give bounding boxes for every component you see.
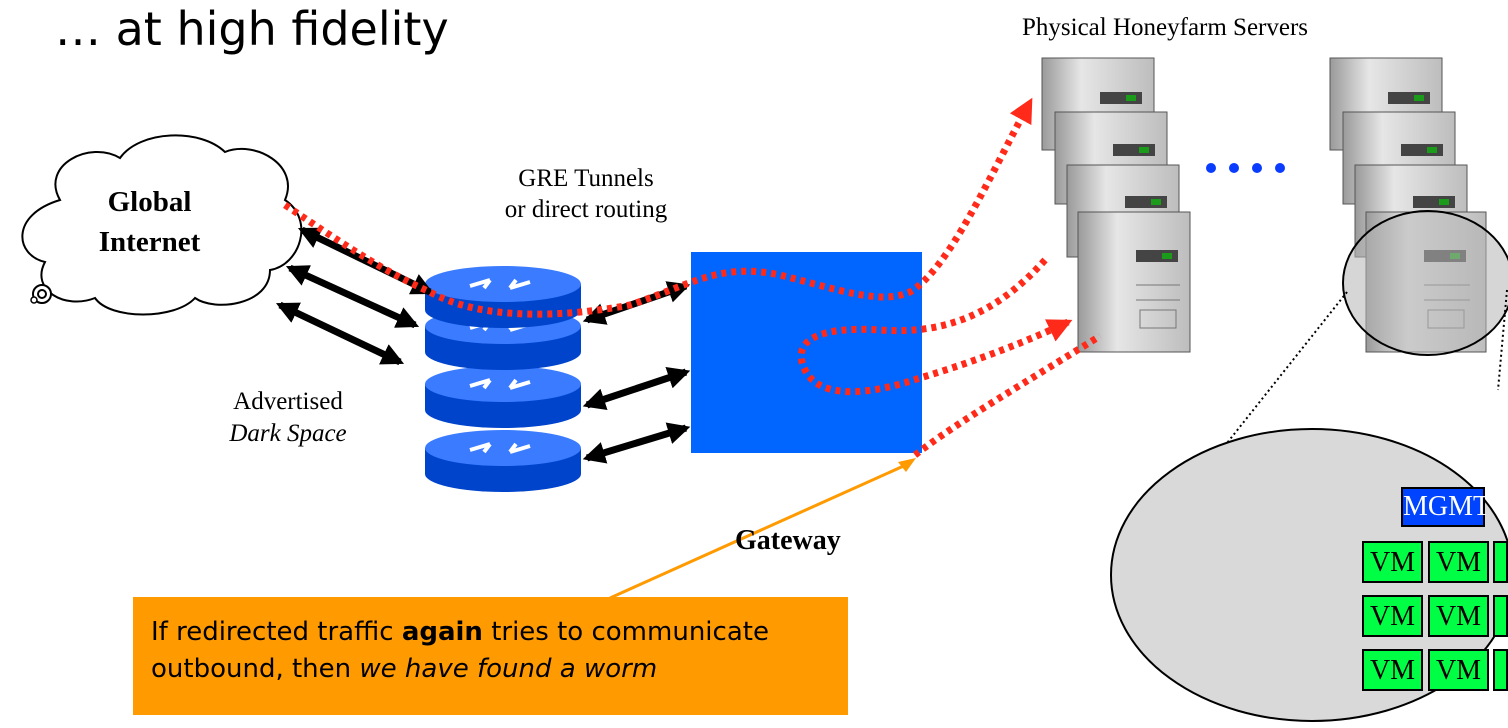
dark-space-text: Dark Space xyxy=(229,420,347,447)
server-group-left xyxy=(1041,57,1191,353)
gre-label-line1: GRE Tunnels xyxy=(518,165,654,192)
vm-box: VM xyxy=(1428,541,1489,583)
more-servers-dots xyxy=(1206,163,1285,173)
advertised-text: Advertised xyxy=(233,388,343,415)
gateway-label: Gateway xyxy=(735,525,841,556)
callout-again: again xyxy=(401,617,483,647)
vm-box: VM xyxy=(1362,649,1423,691)
callout-pointer xyxy=(609,462,909,600)
callout-pointer-head xyxy=(898,458,916,472)
callout-worm: we have found a worm xyxy=(359,653,658,684)
dark-space-label: Advertised Dark Space xyxy=(178,386,398,450)
vm-box: VM xyxy=(1362,595,1423,637)
callout-text-2: tries to communicate outbound, then xyxy=(151,617,769,684)
link-arrows xyxy=(275,226,691,464)
vm-box: VM xyxy=(1428,595,1489,637)
vm-box xyxy=(1493,649,1508,691)
gre-label-line2: or direct routing xyxy=(504,196,668,224)
gateway-box xyxy=(691,252,922,453)
vm-box xyxy=(1493,541,1508,583)
vm-box xyxy=(1493,595,1508,637)
zoom-lines xyxy=(1149,289,1508,541)
traffic-paths xyxy=(283,97,1102,458)
gre-tunnels-label: GRE Tunnels or direct routing xyxy=(456,163,716,226)
vm-box: VM xyxy=(1428,649,1489,691)
internet-cloud xyxy=(21,134,303,316)
vm-box: VM xyxy=(1362,541,1423,583)
cloud-label: Global Internet xyxy=(52,183,247,262)
worm-callout: If redirected traffic again tries to com… xyxy=(133,597,848,715)
physical-servers-label: Physical Honeyfarm Servers xyxy=(1022,14,1309,41)
mgmt-box: MGMT xyxy=(1401,487,1490,527)
cloud-label-line2: Internet xyxy=(98,225,201,258)
zoom-circle xyxy=(1342,210,1508,356)
router-stack xyxy=(425,266,581,492)
cloud-label-line1: Global xyxy=(107,186,192,218)
slide-title: … at high fidelity xyxy=(55,2,449,56)
callout-text-1: If redirected traffic xyxy=(151,617,402,647)
